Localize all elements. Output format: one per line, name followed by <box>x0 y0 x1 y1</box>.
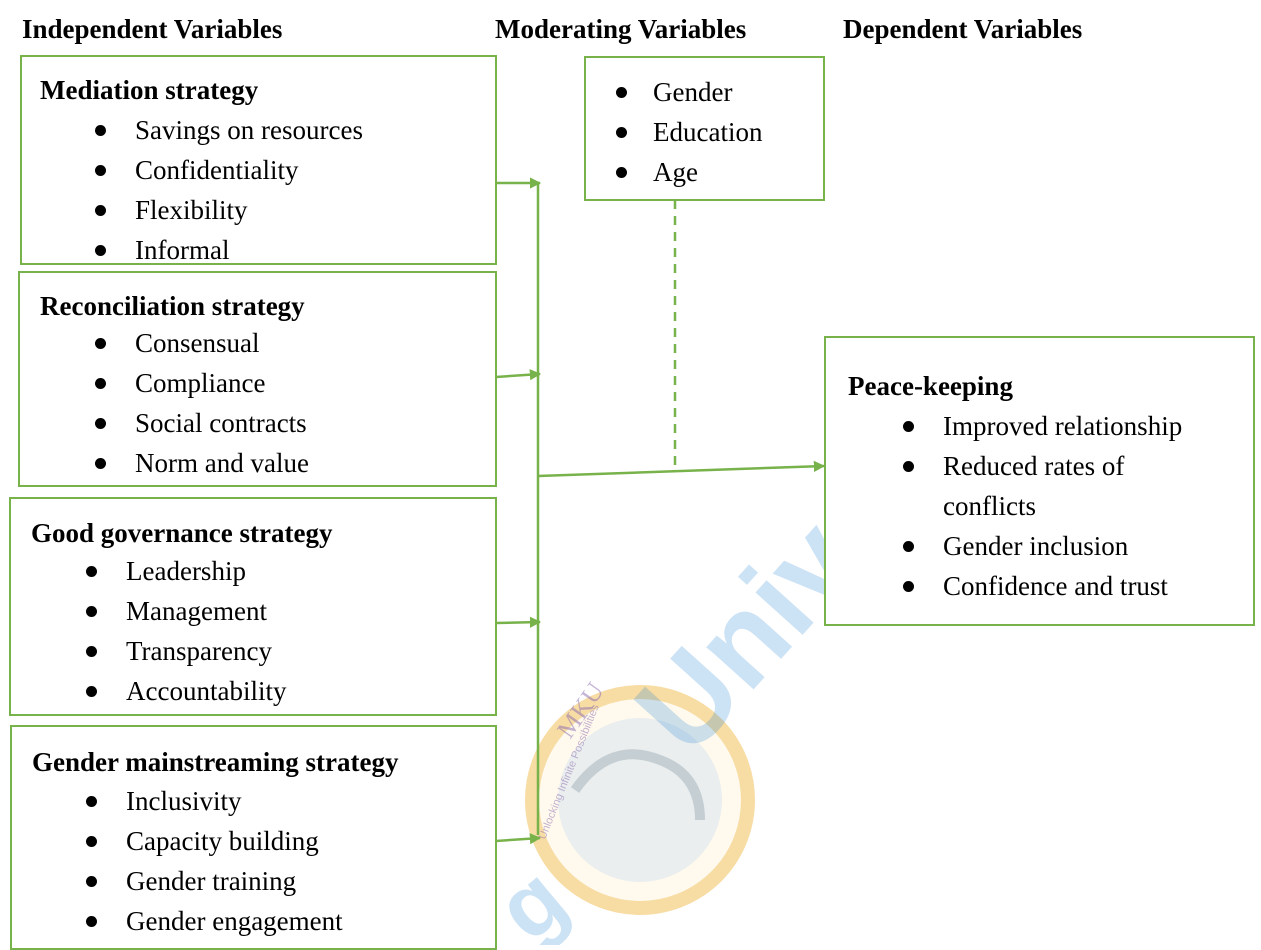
moderating-variables-box: Gender Education Age <box>584 56 825 201</box>
list-item: Transparency <box>81 631 286 671</box>
list-item: Consensual <box>90 323 309 363</box>
list-item: Accountability <box>81 671 286 711</box>
arrow-gender-mainstreaming <box>495 833 542 845</box>
list-item: Compliance <box>90 363 309 403</box>
seal-emblem-text: MKU <box>551 677 610 744</box>
list-item: Reduced rates of <box>898 446 1182 486</box>
list-item: Gender <box>612 72 762 112</box>
good-governance-strategy-box: Good governance strategy Leadership Mana… <box>9 497 497 716</box>
list-item-continuation: conflicts <box>943 491 1036 521</box>
list-item: Education <box>612 112 762 152</box>
university-seal: MKU Unlocking Infinite Possibilities <box>525 677 755 915</box>
box-title: Good governance strategy <box>31 518 333 548</box>
list-item: Gender inclusion <box>898 526 1182 566</box>
header-moderating-variables: Moderating Variables <box>495 14 747 44</box>
bullet-list: Leadership Management Transparency Accou… <box>81 551 286 711</box>
bullet-list: Inclusivity Capacity building Gender tra… <box>81 781 343 941</box>
bullet-list: Consensual Compliance Social contracts N… <box>90 323 309 483</box>
list-item: Gender training <box>81 861 343 901</box>
list-item: Inclusivity <box>81 781 343 821</box>
header-independent-variables: Independent Variables <box>22 14 283 44</box>
gender-mainstreaming-strategy-box: Gender mainstreaming strategy Inclusivit… <box>10 725 497 950</box>
header-dependent-variables: Dependent Variables <box>843 14 1083 44</box>
list-item: Norm and value <box>90 443 309 483</box>
mediation-strategy-box: Mediation strategy Savings on resources … <box>20 55 497 265</box>
box-title: Gender mainstreaming strategy <box>32 747 399 777</box>
list-item: Age <box>612 152 762 192</box>
peace-keeping-box: Peace-keeping Improved relationship Redu… <box>824 336 1255 626</box>
seal-motto-text: Unlocking Infinite Possibilities <box>537 702 602 841</box>
list-item: Improved relationship <box>898 406 1182 446</box>
list-item: Management <box>81 591 286 631</box>
list-item: Gender engagement <box>81 901 343 941</box>
list-item: Capacity building <box>81 821 343 861</box>
list-item: Flexibility <box>90 190 363 230</box>
arrow-reconciliation <box>495 369 542 381</box>
box-title: Mediation strategy <box>40 75 259 105</box>
arrow-to-peace-keeping <box>537 460 826 478</box>
list-item: Confidentiality <box>90 150 363 190</box>
list-item: Social contracts <box>90 403 309 443</box>
list-item: Confidence and trust <box>898 566 1182 606</box>
bullet-list: Gender Education Age <box>612 72 762 192</box>
reconciliation-strategy-box: Reconciliation strategy Consensual Compl… <box>18 271 497 487</box>
box-title: Peace-keeping <box>848 371 1013 401</box>
bullet-list: Savings on resources Confidentiality Fle… <box>90 110 363 270</box>
list-item: Savings on resources <box>90 110 363 150</box>
box-title: Reconciliation strategy <box>40 291 305 321</box>
list-item: Informal <box>90 230 363 270</box>
list-item: Leadership <box>81 551 286 591</box>
bullet-list: Improved relationship Reduced rates of c… <box>898 406 1182 606</box>
arrow-good-governance <box>495 616 542 628</box>
